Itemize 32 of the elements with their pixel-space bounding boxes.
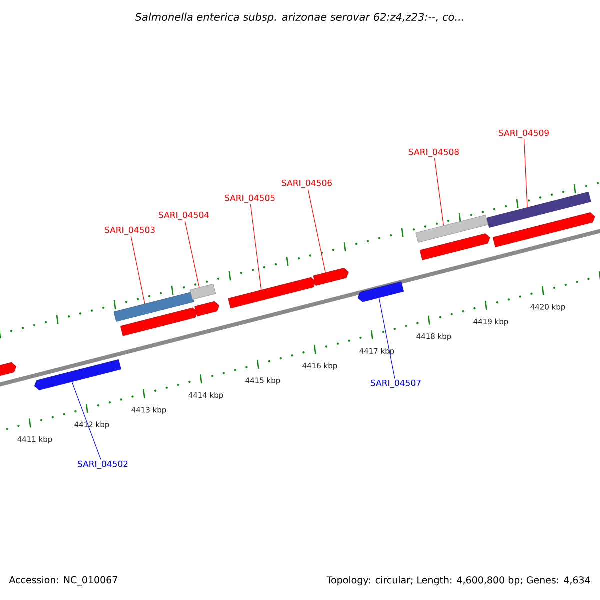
gene-feature bbox=[0, 362, 17, 378]
gene-feature bbox=[228, 277, 316, 309]
gene-feature bbox=[416, 215, 488, 243]
leader-line bbox=[434, 158, 444, 226]
leader-line bbox=[378, 298, 396, 379]
gene-feature bbox=[358, 282, 404, 302]
gene-label: SARI_04509 bbox=[499, 130, 549, 138]
leader-line bbox=[308, 189, 326, 274]
gene-label: SARI_04503 bbox=[105, 226, 155, 236]
leader-line bbox=[524, 139, 528, 208]
gene-feature bbox=[492, 212, 596, 248]
gene-label: SARI_04507 bbox=[371, 380, 421, 388]
leader-line bbox=[184, 221, 200, 288]
gene-label: SARI_04508 bbox=[409, 148, 459, 158]
gene-label: SARI_04505 bbox=[225, 194, 275, 204]
gene-feature bbox=[313, 268, 349, 286]
gene-feature bbox=[114, 292, 194, 322]
gene-label: SARI_04504 bbox=[159, 212, 210, 220]
leader-line bbox=[130, 236, 146, 304]
gene-feature bbox=[120, 308, 198, 336]
gene-label: SARI_04506 bbox=[282, 180, 332, 188]
gene-feature bbox=[486, 192, 592, 228]
title: Salmonella enterica subsp. arizonae serovar 62:z4,z23:--, co... bbox=[135, 12, 464, 24]
gene-feature bbox=[420, 234, 490, 260]
footer-text: Topology: circular; Length: 4,600,800 bp; Genes: 4,634 bbox=[326, 576, 590, 586]
footer-text: Accession: NC_010067 bbox=[9, 576, 118, 586]
gene-feature bbox=[190, 284, 216, 300]
leader-line bbox=[250, 204, 262, 290]
gene-label: SARI_04502 bbox=[78, 460, 128, 470]
gene-feature bbox=[194, 301, 220, 317]
gene-feature bbox=[34, 360, 122, 390]
leader-line bbox=[72, 382, 102, 460]
